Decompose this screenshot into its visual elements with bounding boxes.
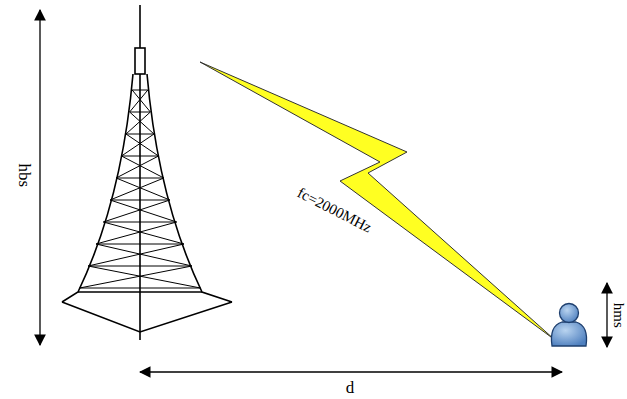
height-arrow bbox=[606, 283, 607, 347]
radio-link-bolt bbox=[200, 62, 555, 340]
tower-icon bbox=[62, 5, 232, 340]
distance-arrow bbox=[140, 371, 562, 372]
frequency-label: fc=2000MHz bbox=[292, 183, 375, 236]
height-arrow bbox=[39, 10, 40, 345]
height-label: hbs bbox=[15, 161, 34, 189]
user-icon bbox=[551, 304, 586, 347]
height-label: hms bbox=[611, 300, 627, 329]
distance-label: d bbox=[344, 379, 357, 398]
